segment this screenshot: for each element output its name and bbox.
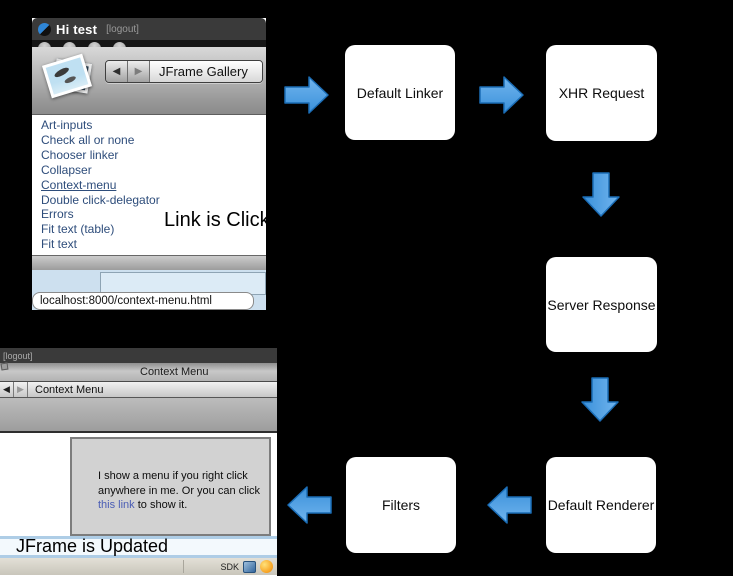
annotation-jframe-updated: JFrame is Updated [16, 536, 169, 556]
window-title: Context Menu [140, 366, 209, 378]
content-text-line: anywhere in me. Or you can click [98, 484, 261, 497]
arrow-server-to-renderer [581, 377, 619, 422]
gallery-link[interactable]: Fit text [41, 237, 78, 252]
taskbar-light-band [0, 539, 277, 555]
sdk-label: SDK [220, 561, 239, 572]
content-text-rest: to show it. [134, 499, 188, 511]
nav-row: ◀ ▶ Context Menu [0, 381, 277, 398]
gallery-link[interactable]: Context-menu [41, 177, 117, 192]
taskbar-bottom-edge [0, 555, 277, 558]
toolbar-gray-area [0, 398, 277, 431]
back-button[interactable]: ◀ [0, 382, 14, 397]
window-title: Hi test [56, 21, 98, 37]
this-link[interactable]: this link [98, 499, 135, 511]
gallery-link[interactable]: Fit text (table) [41, 222, 115, 237]
window-header-bar: [logout] [0, 348, 277, 363]
divider-line [0, 431, 277, 433]
nav-control-group: ◀ ▶ JFrame Gallery [105, 60, 263, 83]
photo-image [45, 57, 89, 95]
back-button[interactable]: ◀ [106, 61, 128, 82]
gallery-link[interactable]: Art-inputs [41, 118, 93, 132]
window-badge-icon [0, 362, 9, 371]
round-toolbar-icon [63, 42, 76, 47]
logout-link[interactable]: [logout] [106, 23, 139, 35]
flow-node-default-renderer: Default Renderer [546, 457, 656, 553]
toolbar-button-strip [32, 40, 266, 47]
url-status-bar: localhost:8000/context-menu.html [32, 292, 254, 310]
content-text-line: this link to show it. [98, 498, 269, 513]
divider-bar [32, 255, 266, 270]
content-text-line: I show a menu if you right click [98, 470, 248, 482]
forward-button[interactable]: ▶ [14, 382, 28, 397]
forward-button[interactable]: ▶ [128, 61, 150, 82]
round-toolbar-icon [38, 42, 51, 47]
arrow-into-default-linker [284, 76, 329, 114]
flow-node-label: Filters [381, 497, 421, 513]
gallery-link[interactable]: Chooser linker [41, 147, 119, 162]
round-toolbar-icon [88, 42, 101, 47]
screenshot-gallery-window: Hi test [logout] ◀ ▶ JFram [32, 18, 266, 310]
arrow-linker-to-xhr [479, 76, 524, 114]
tray-monitor-icon[interactable] [243, 560, 256, 573]
context-menu-target-box[interactable]: I show a menu if you right click anywher… [70, 437, 271, 536]
flow-node-xhr-request: XHR Request [546, 45, 657, 141]
taskbar-top-edge [0, 536, 277, 539]
gallery-link[interactable]: Errors [41, 207, 74, 222]
flow-node-label: Default Linker [356, 84, 444, 101]
browser-toolbar: ◀ ▶ JFrame Gallery [32, 47, 266, 115]
taskbar-separator [183, 560, 184, 573]
arrow-filters-to-jframe [287, 486, 332, 524]
annotation-link-clicked: Link is Clicked [164, 209, 266, 231]
site-logo-icon [38, 22, 51, 36]
nav-label: Context Menu [35, 383, 104, 396]
screenshot-context-menu-window: [logout] Context Menu ◀ ▶ Context Menu I… [0, 348, 277, 576]
arrow-renderer-to-filters [487, 486, 532, 524]
page-content-area: I show a menu if you right click anywher… [0, 433, 277, 536]
arrow-xhr-to-server [582, 172, 620, 217]
gallery-dropdown[interactable]: JFrame Gallery [150, 61, 262, 82]
photo-detail [63, 74, 77, 85]
flow-node-server-response: Server Response [546, 257, 657, 352]
flow-node-label: Server Response [547, 296, 656, 313]
window-title-bar: Hi test [logout] [32, 18, 266, 40]
tray-swirl-icon[interactable] [260, 560, 273, 573]
system-taskbar: SDK [0, 558, 277, 575]
gallery-photos-icon [40, 51, 98, 107]
gallery-link[interactable]: Check all or none [41, 132, 135, 147]
window-title-strip: Context Menu [0, 362, 277, 381]
logout-link[interactable]: [logout] [3, 350, 33, 361]
gallery-link[interactable]: Double click-delegator [41, 192, 160, 207]
gallery-link[interactable]: Collapser [41, 162, 92, 177]
flow-node-default-linker: Default Linker [345, 45, 455, 140]
round-toolbar-icon [113, 42, 126, 47]
flow-node-label: Default Renderer [547, 497, 655, 513]
flow-node-filters: Filters [346, 457, 456, 553]
flow-node-label: XHR Request [558, 85, 645, 101]
